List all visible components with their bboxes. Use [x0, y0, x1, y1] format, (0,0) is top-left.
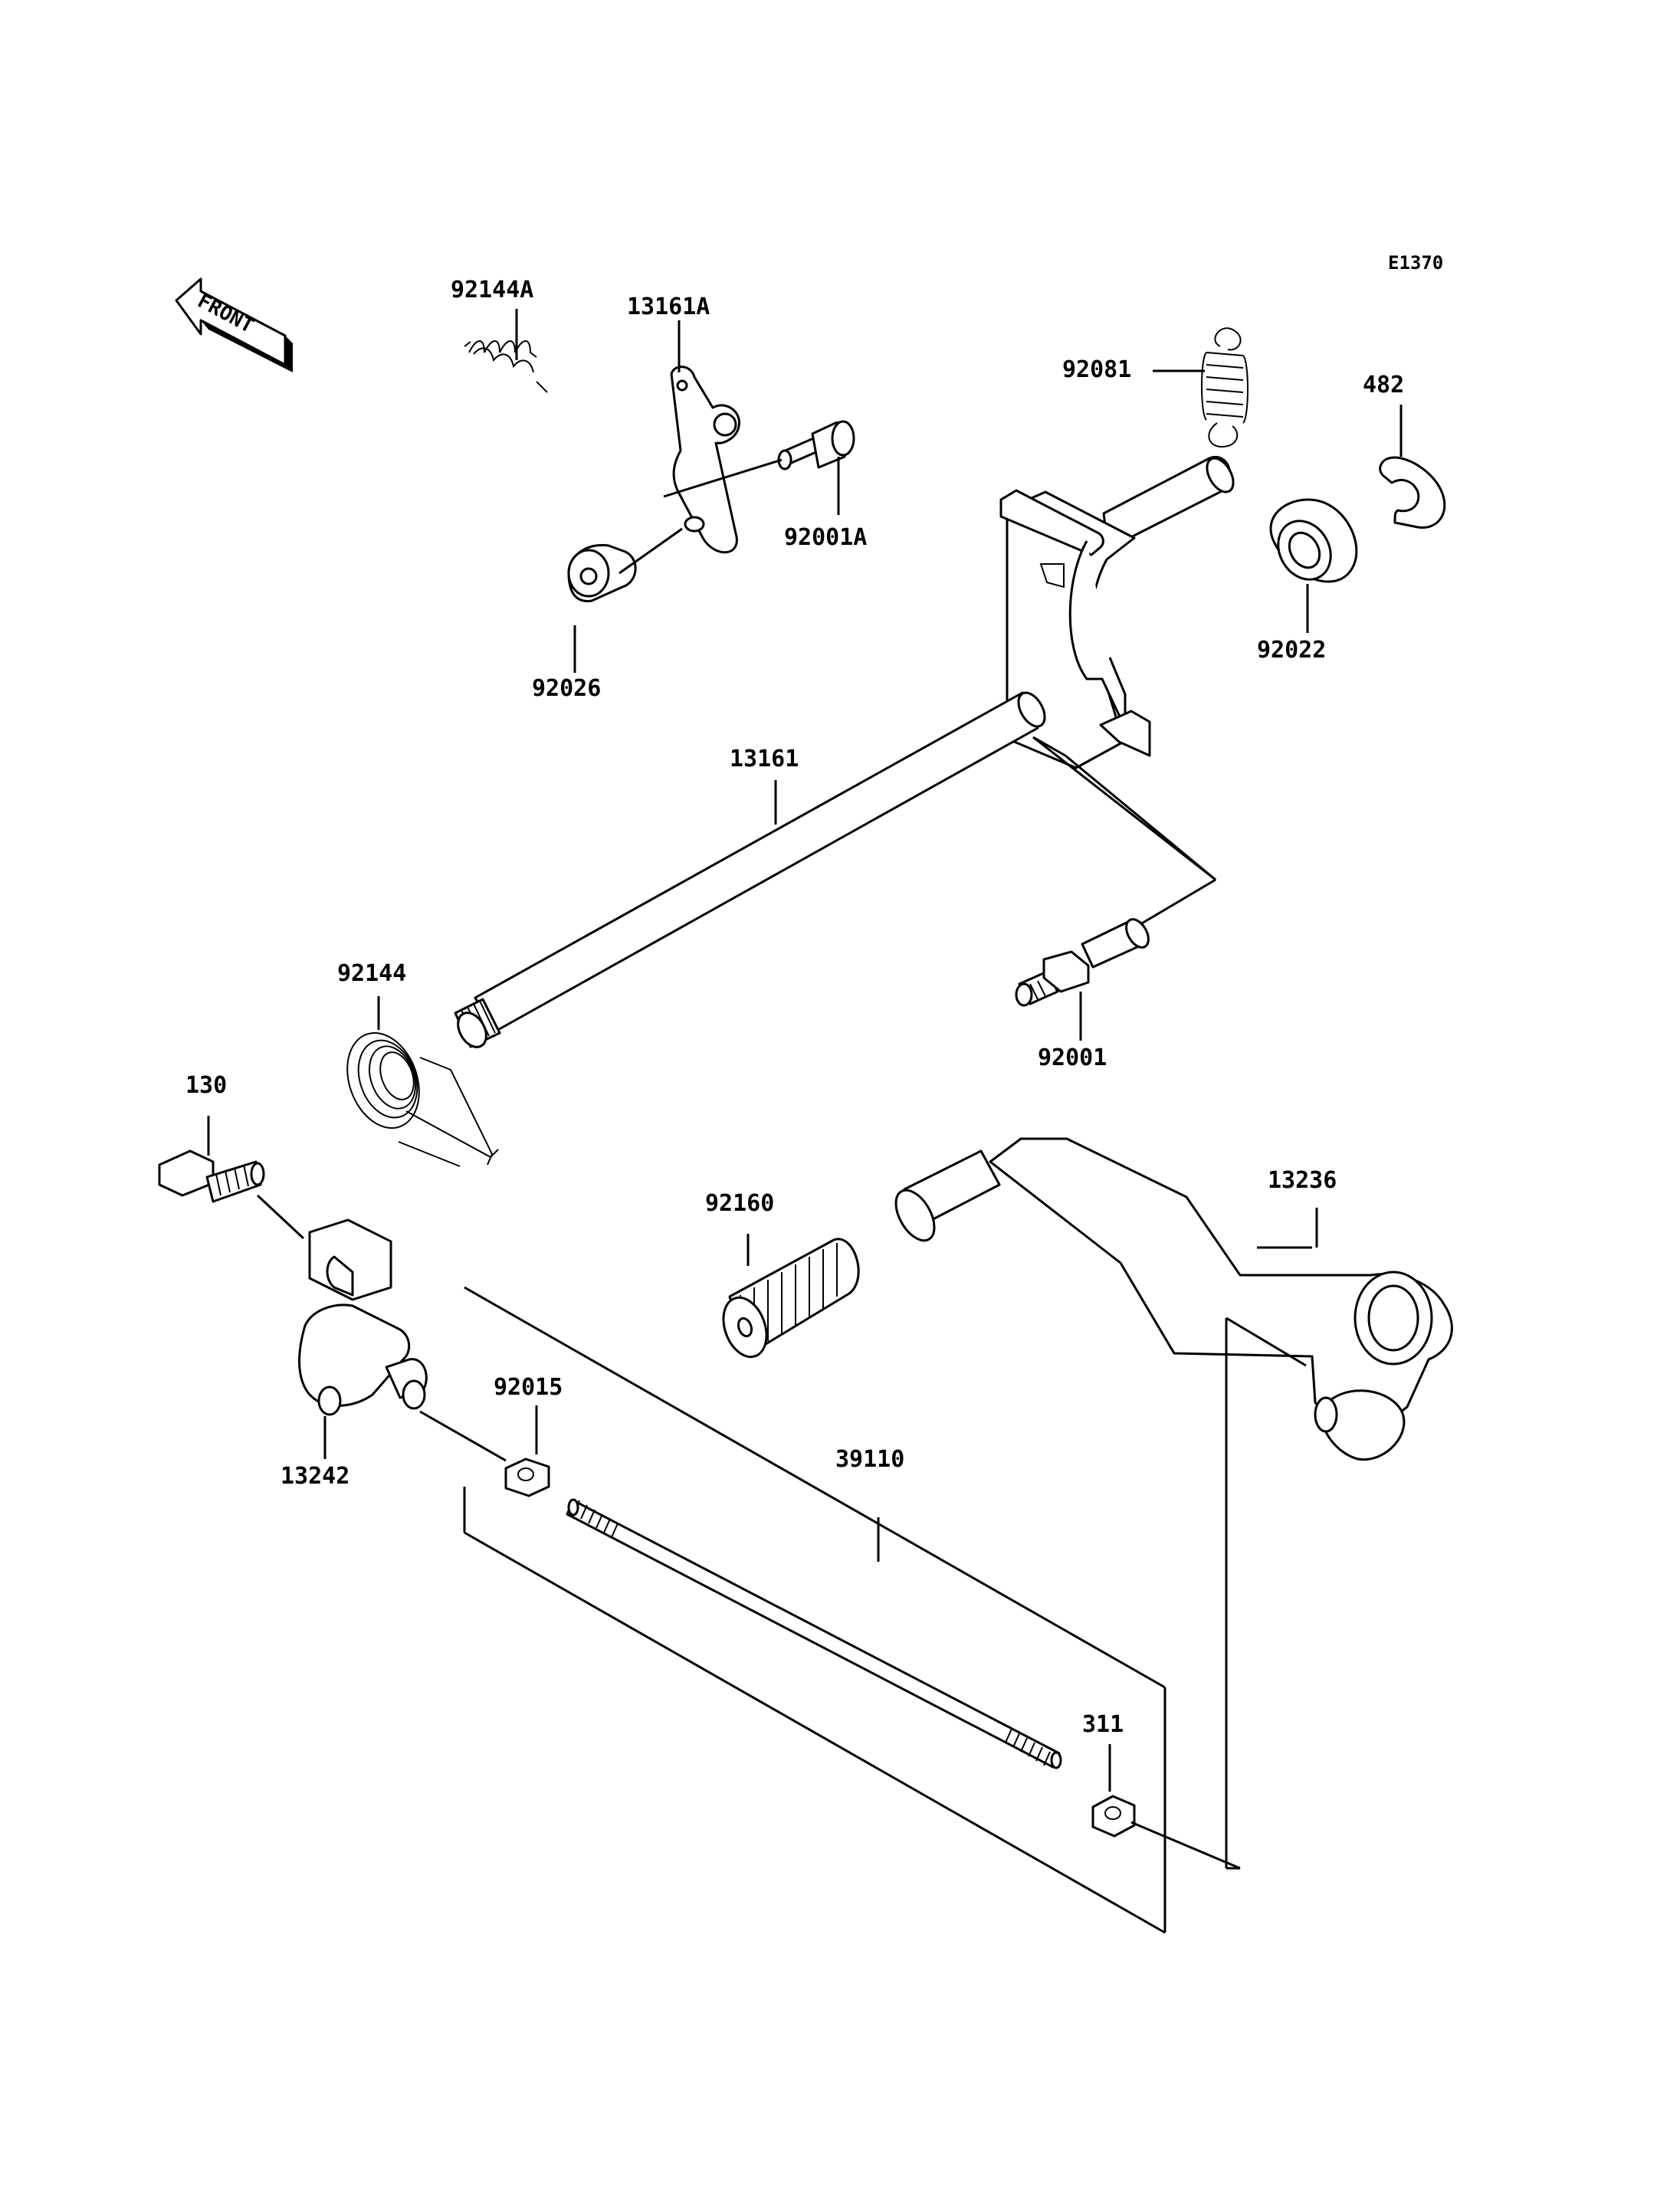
part-label-13242[interactable]: 13242	[281, 1463, 350, 1490]
part-label-92015[interactable]: 92015	[494, 1374, 563, 1401]
nut-92015-icon	[504, 1458, 550, 1497]
part-label-92144A[interactable]: 92144A	[451, 277, 534, 303]
part-label-92001A[interactable]: 92001A	[784, 524, 868, 551]
rubber-92160-icon	[722, 1238, 860, 1359]
clip-482-icon	[1379, 456, 1446, 529]
lever-13242-icon	[298, 1218, 428, 1416]
part-label-92022[interactable]: 92022	[1257, 637, 1327, 664]
part-label-482[interactable]: 482	[1363, 372, 1405, 398]
part-label-13161A[interactable]: 13161A	[627, 293, 710, 320]
part-label-92026[interactable]: 92026	[532, 675, 602, 702]
part-label-92001[interactable]: 92001	[1038, 1044, 1107, 1071]
spring-92081-icon	[1201, 327, 1249, 448]
part-label-92144[interactable]: 92144	[337, 960, 407, 987]
pedal-13236-icon	[894, 1137, 1453, 1461]
part-label-311[interactable]: 311	[1082, 1711, 1124, 1738]
washer-92026-icon	[567, 543, 637, 602]
nut-311-icon	[1091, 1795, 1136, 1838]
spring-92144-icon	[346, 1032, 499, 1167]
bolt-92001-icon	[1015, 918, 1150, 1007]
part-label-13236[interactable]: 13236	[1268, 1167, 1337, 1194]
part-label-92081[interactable]: 92081	[1062, 356, 1132, 383]
bracket-lines	[463, 1286, 1307, 1934]
part-label-13161[interactable]: 13161	[730, 746, 799, 772]
front-arrow-icon: FRONT	[175, 277, 293, 372]
shaft-13161-icon	[454, 455, 1235, 1048]
rod-39110-icon	[566, 1498, 1062, 1769]
diagram-code: E1370	[1388, 252, 1444, 274]
part-label-130[interactable]: 130	[185, 1072, 228, 1099]
bolt-130-icon	[158, 1149, 265, 1203]
part-label-39110[interactable]: 39110	[835, 1446, 905, 1473]
part-label-92160[interactable]: 92160	[705, 1190, 775, 1217]
leader-lines	[207, 309, 1403, 1870]
spring-92144A-icon	[464, 340, 548, 393]
arm-13161A-icon	[670, 366, 740, 554]
pin-92001A-icon	[777, 420, 855, 471]
washer-92022-icon	[1269, 498, 1358, 583]
